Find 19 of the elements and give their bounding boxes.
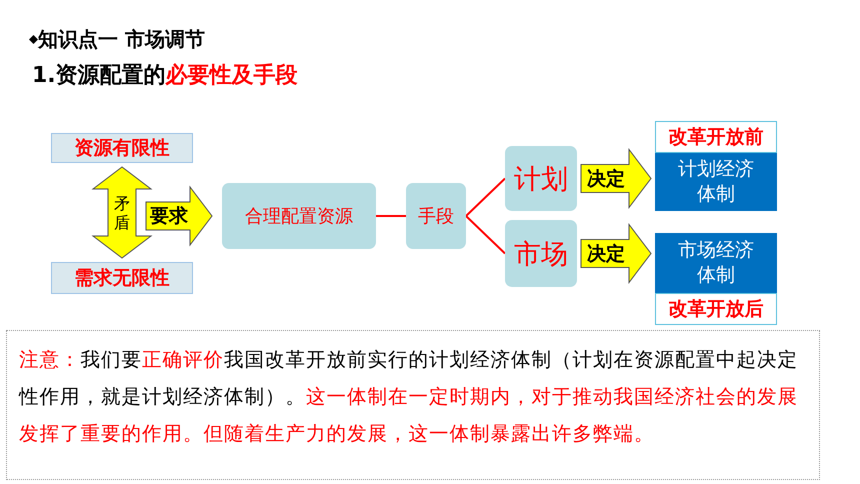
stage-label: 改革开放前: [655, 121, 777, 153]
section-heading: 1.资源配置的必要性及手段: [32, 62, 298, 90]
concept-box: 合理配置资源: [222, 183, 376, 249]
note-paragraph: 注意：我们要正确评价我国改革开放前实行的计划经济体制（计划在资源配置中起决定性作用，就是计划经济体制）。这一体制在一定时期内，对于推动我国经济社会的发展发挥了重要的作用。但随着生产力的发展，这一体制暴露出许多弊端。: [6, 330, 820, 480]
concept-box: 资源有限性: [51, 133, 193, 163]
connector-line: [465, 178, 506, 217]
method-box: 计划: [505, 146, 577, 211]
concept-box: 需求无限性: [51, 262, 193, 294]
edge-label: 矛盾: [114, 194, 130, 232]
edge-label: 决定: [587, 166, 625, 192]
concept-box: 手段: [406, 183, 466, 249]
stage-label: 改革开放后: [655, 293, 777, 325]
edge-label: 决定: [587, 240, 625, 266]
section-title: 知识点一 市场调节: [38, 26, 205, 53]
system-box: 计划经济体制: [655, 153, 777, 211]
connector-line: [465, 215, 506, 254]
system-box: 市场经济体制: [655, 233, 777, 293]
method-box: 市场: [505, 220, 577, 287]
connector-line: [376, 215, 406, 217]
